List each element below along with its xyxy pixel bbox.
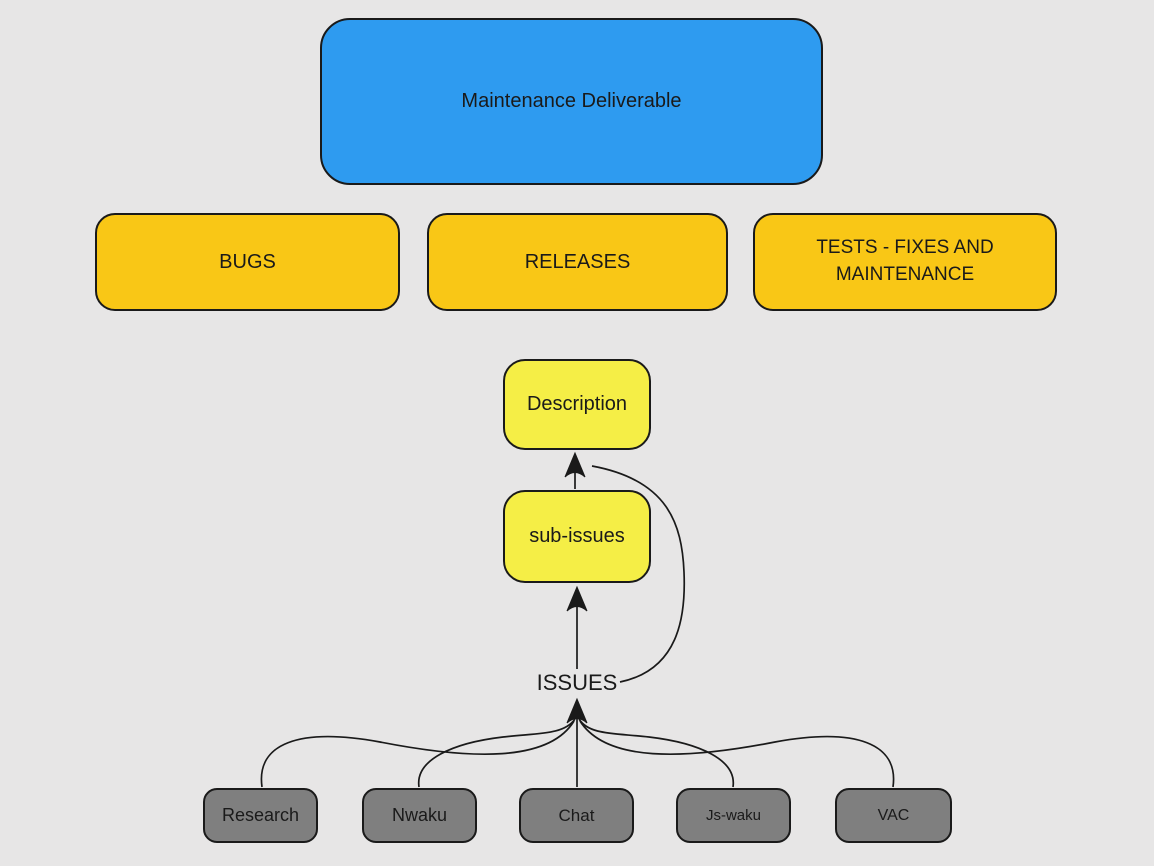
edge-vac-to-issues — [579, 720, 895, 788]
node-nwaku-label: Nwaku — [391, 805, 448, 825]
node-bugs-label: BUGS — [219, 250, 276, 273]
edge-nwaku-to-issues — [418, 718, 576, 788]
label-issues: ISSUES — [536, 670, 618, 695]
node-vac: VAC — [835, 788, 952, 843]
node-js-waku-label: Js-waku — [705, 807, 761, 824]
node-sub-issues-label: sub-issues — [529, 525, 625, 547]
node-vac-label: VAC — [877, 806, 910, 824]
node-maintenance-deliverable: Maintenance Deliverable — [320, 18, 823, 185]
edge-research-to-issues — [260, 720, 575, 788]
node-tests-fixes-maintenance: TESTS - FIXES AND MAINTENANCE — [753, 213, 1057, 311]
node-nwaku: Nwaku — [362, 788, 477, 843]
node-sub-issues: sub-issues — [503, 490, 651, 583]
node-chat-label: Chat — [558, 805, 595, 825]
node-research: Research — [203, 788, 318, 843]
node-releases-label: RELEASES — [524, 250, 631, 273]
edge-jswaku-to-issues — [578, 718, 734, 788]
node-description-label: Description — [526, 393, 628, 415]
node-bugs: BUGS — [95, 213, 400, 311]
node-research-label: Research — [221, 805, 300, 825]
node-maintenance-deliverable-label: Maintenance Deliverable — [461, 90, 682, 112]
arrowhead-into-description — [564, 451, 586, 478]
node-description: Description — [503, 359, 651, 450]
node-js-waku: Js-waku — [676, 788, 791, 843]
node-tests-fixes-maintenance-label: TESTS - FIXES AND MAINTENANCE — [816, 237, 994, 285]
arrowhead-into-subissues — [566, 585, 588, 612]
edge-issues-to-description-curve — [591, 465, 686, 683]
node-releases: RELEASES — [427, 213, 728, 311]
arrowhead-into-issues — [566, 697, 588, 724]
node-chat: Chat — [519, 788, 634, 843]
